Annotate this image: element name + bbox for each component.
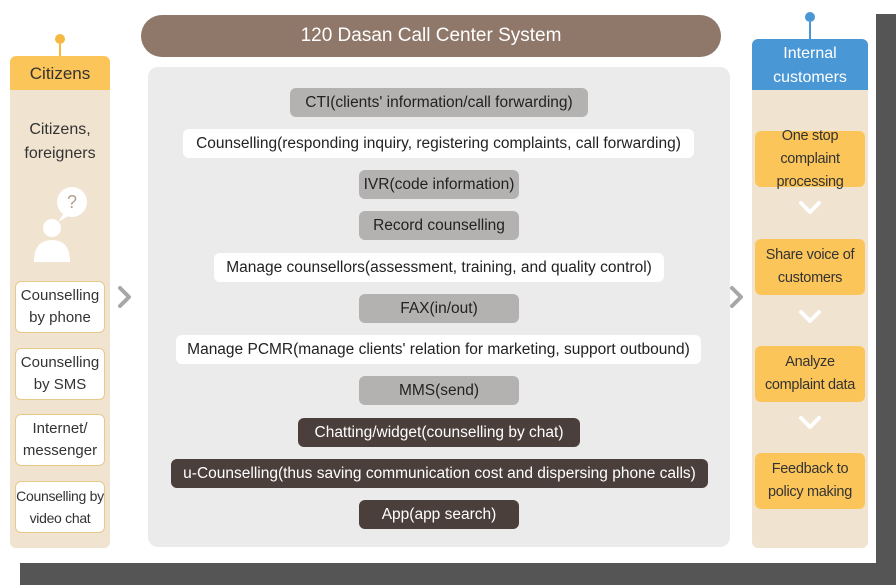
speech-bubble-icon: ? — [57, 187, 87, 222]
internal-person-icon — [805, 12, 815, 22]
step-share-voice: Share voice of customers — [755, 239, 865, 295]
channel-phone: Counselling by phone — [15, 281, 105, 333]
function-manage-pcmr: Manage PCMR(manage clients' relation for… — [176, 335, 701, 364]
step-3-line-2: complaint data — [764, 377, 856, 393]
step-analyze-data: Analyze complaint data — [755, 346, 865, 402]
function-app: App(app search) — [359, 500, 519, 529]
channel-phone-line-2: by phone — [29, 309, 91, 326]
function-u-counselling: u-Counselling(thus saving communication … — [171, 459, 708, 488]
step-one-stop-complaint: One stop complaint processing — [755, 128, 865, 190]
citizens-person-icon — [55, 34, 65, 44]
channel-sms-line-2: by SMS — [33, 376, 87, 393]
step-1-line-1: One stop complaint — [780, 127, 840, 167]
channel-video-chat: Counselling by video chat — [15, 481, 105, 533]
chevron-right-icon — [730, 286, 743, 308]
speech-bubble-mark: ? — [67, 192, 77, 212]
step-feedback-policy: Feedback to policy making — [755, 453, 865, 509]
chevron-down-icon — [799, 310, 821, 323]
chevron-right-icon — [118, 286, 131, 308]
chevron-down-icon — [799, 416, 821, 429]
step-2-line-2: customers — [777, 270, 843, 286]
channel-video-line-2: video chat — [29, 510, 91, 526]
step-4-line-2: policy making — [768, 484, 852, 500]
function-manage-counsellors: Manage counsellors(assessment, training,… — [214, 253, 664, 282]
channel-internet: Internet/messenger — [15, 414, 105, 466]
function-chatting: Chatting/widget(counselling by chat) — [298, 418, 580, 447]
chevron-down-icon — [799, 201, 821, 214]
person-question-icon: ? — [34, 187, 87, 262]
channel-video-line-1: Counselling by — [16, 488, 104, 504]
function-mms: MMS(send) — [359, 376, 519, 405]
channel-sms: Counselling by SMS — [15, 348, 105, 400]
function-fax: FAX(in/out) — [359, 294, 519, 323]
internal-customers-heading: Internal customers — [752, 39, 868, 92]
step-2-line-1: Share voice of — [765, 247, 855, 263]
system-title-banner: 120 Dasan Call Center System — [141, 15, 721, 57]
internal-heading-line-2: customers — [773, 68, 847, 86]
citizens-person-stem — [59, 44, 61, 56]
citizens-heading: Citizens — [10, 56, 110, 92]
step-1-line-2: processing — [776, 173, 844, 190]
person-head-icon — [43, 219, 61, 237]
drop-shadow-bottom — [20, 563, 896, 585]
function-ivr: IVR(code information) — [359, 170, 519, 199]
citizens-subtitle: Citizens, foreigners — [10, 118, 110, 166]
channel-internet-line-2: messenger — [22, 442, 98, 459]
function-counselling: Counselling(responding inquiry, register… — [183, 129, 694, 158]
drop-shadow-right — [876, 14, 896, 585]
channel-sms-line-1: Counselling — [20, 354, 100, 371]
internal-heading-line-1: Internal — [783, 44, 837, 62]
channel-internet-line-1: Internet/ — [32, 420, 88, 437]
internal-person-stem — [809, 22, 811, 39]
step-3-line-1: Analyze — [785, 354, 835, 370]
step-4-line-1: Feedback to — [771, 461, 849, 477]
person-body-icon — [34, 240, 70, 262]
function-record: Record counselling — [359, 211, 519, 240]
diagram-canvas: Citizens Citizens, foreigners ? Counsell… — [10, 12, 868, 548]
channel-phone-line-1: Counselling — [20, 287, 100, 304]
citizens-subtitle-line-2: foreigners — [24, 145, 96, 162]
citizens-subtitle-line-1: Citizens, — [29, 121, 91, 138]
function-cti: CTI(clients' information/call forwarding… — [290, 88, 588, 117]
